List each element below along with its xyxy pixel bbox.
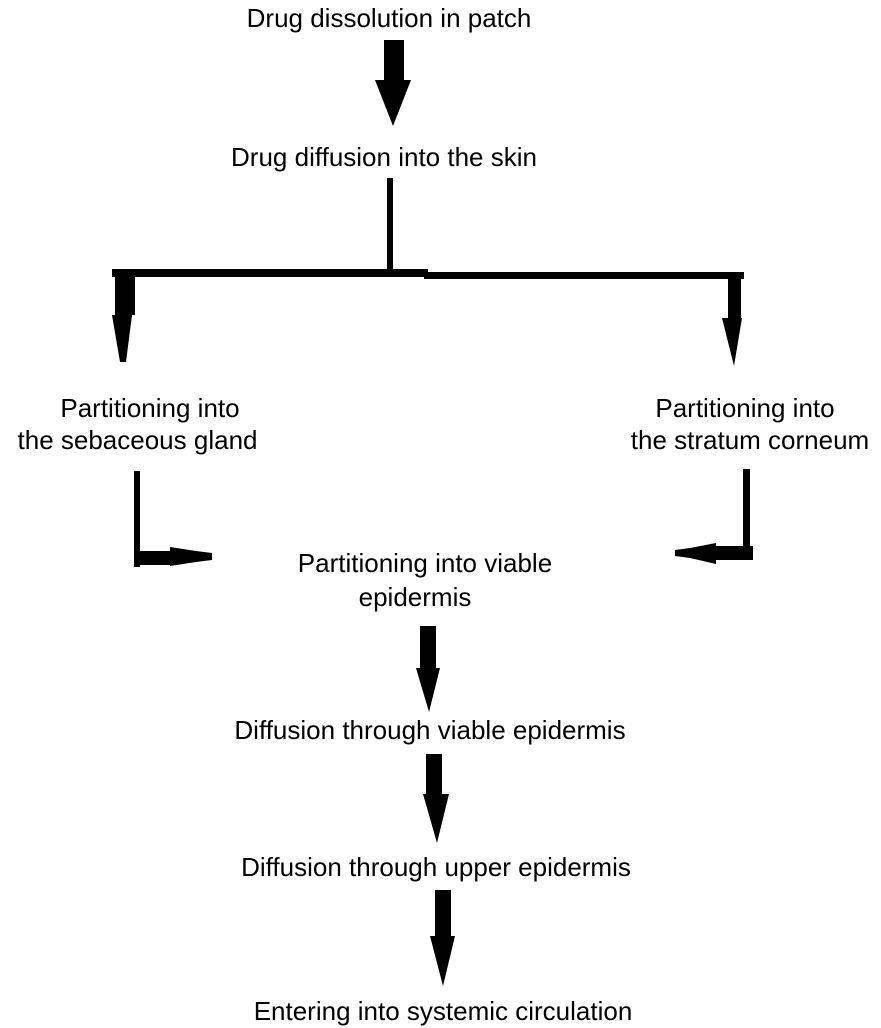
node-sebaceous-line1: Partitioning into [60,393,240,423]
arrow-to-sebaceous [112,273,135,362]
arrow-to-upper-diffusion [423,754,449,843]
arrow-stratum-to-viable [675,469,753,564]
node-systemic-circulation: Entering into systemic circulation [253,996,633,1026]
arrow-dissolution-to-diffusion [375,40,411,126]
arrow-to-systemic [430,890,455,986]
arrow-sebaceous-to-viable [134,471,212,567]
branch-bar-right [424,272,744,279]
branch-bar-left [112,269,428,277]
arrow-to-viable-diffusion [416,626,440,712]
node-viable-partition-line2: epidermis [358,582,472,612]
branch-stem [387,178,393,272]
node-stratum-line1: Partitioning into [655,393,835,423]
node-viable-diffusion: Diffusion through viable epidermis [234,715,626,745]
node-upper-diffusion: Diffusion through upper epidermis [241,852,631,882]
node-drug-diffusion-skin: Drug diffusion into the skin [231,142,537,172]
node-stratum-line2: the stratum corneum [630,425,870,455]
node-viable-partition-line1: Partitioning into viable [297,548,553,578]
node-sebaceous-line2: the sebaceous gland [17,425,258,455]
node-drug-dissolution: Drug dissolution in patch [246,3,532,33]
arrow-to-stratum [722,275,742,366]
